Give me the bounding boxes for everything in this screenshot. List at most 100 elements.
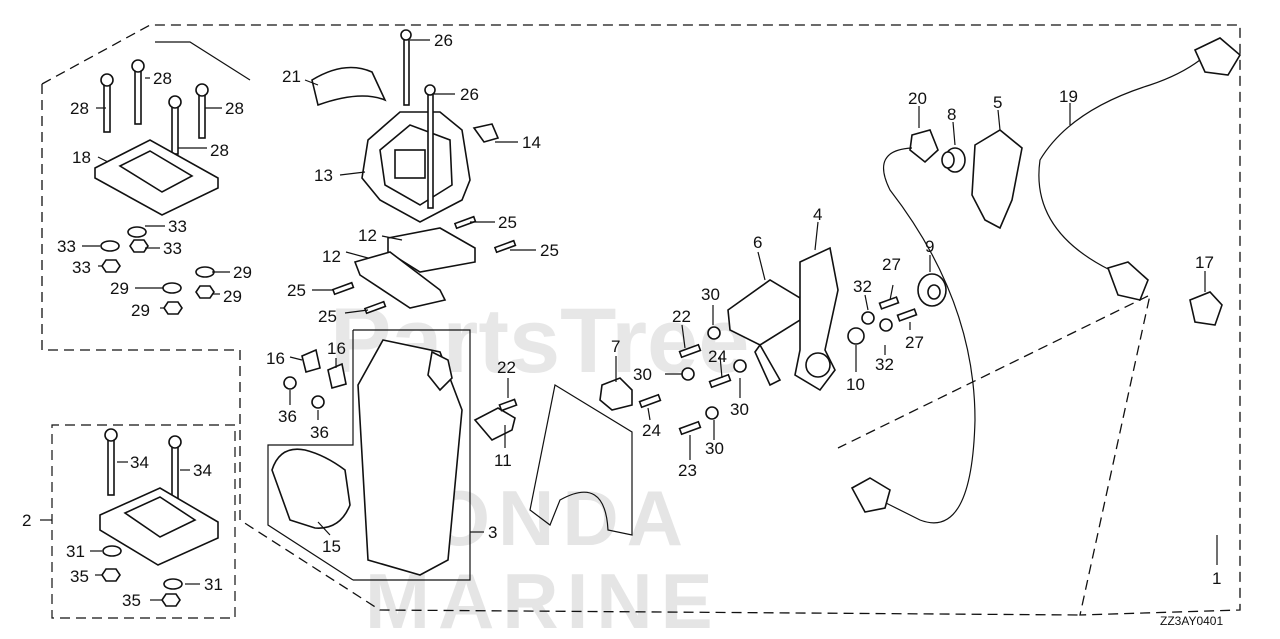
callout-21: 21 [282,67,301,86]
callout-34: 34 [130,453,149,472]
callout-18: 18 [72,148,91,167]
callout-2: 2 [22,511,31,530]
callout-33: 33 [168,217,187,236]
callout-28: 28 [70,99,89,118]
callout-26: 26 [460,85,479,104]
screw-22-left [498,398,518,412]
screw-34-set [104,428,182,501]
callout-34: 34 [193,461,212,480]
callout-6: 6 [753,233,762,252]
callout-15: 15 [322,537,341,556]
washers-nuts-2 [101,545,183,607]
callout-30: 30 [633,365,652,384]
cover-21 [311,66,387,107]
callout-25: 25 [540,241,559,260]
callout-29: 29 [223,287,242,306]
bolt-27-set [878,296,918,322]
callout-24: 24 [642,421,661,440]
group-bracket-3b [267,330,354,581]
callouts: 26 26 21 14 13 25 25 25 25 12 12 28 28 2… [22,31,1221,610]
callout-1: 1 [1212,569,1221,588]
callout-29: 29 [131,301,150,320]
callout-8: 8 [947,105,956,124]
screw-28-set [100,59,209,155]
clip-17 [1189,291,1223,326]
group-bracket-3 [353,329,471,581]
callout-30: 30 [730,400,749,419]
callout-25: 25 [498,213,517,232]
callout-26: 26 [434,31,453,50]
callout-16: 16 [266,349,285,368]
bracket-5 [971,129,1023,230]
callout-12: 12 [358,226,377,245]
callout-3: 3 [488,523,497,542]
callout-12: 12 [322,247,341,266]
callout-30: 30 [705,439,724,458]
callout-35: 35 [70,567,89,586]
callout-13: 13 [314,166,333,185]
callout-31: 31 [66,542,85,561]
callout-17: 17 [1195,253,1214,272]
plug-upper-19 [1193,37,1242,76]
seal-15 [271,448,351,529]
small-bolts [638,343,732,436]
lower-plug [850,477,891,513]
callout-28: 28 [225,99,244,118]
callout-4: 4 [813,205,822,224]
screw-26-set [400,29,436,209]
connector-20 [909,129,939,164]
callout-27: 27 [882,255,901,274]
callout-7: 7 [611,337,620,356]
callout-32: 32 [875,355,894,374]
harness-cable-19 [1038,59,1201,271]
plate-gasket [529,384,633,536]
housing-13 [361,111,471,223]
assembly-boundary [41,24,1241,616]
callout-36: 36 [278,407,297,426]
bracket-11 [473,407,516,441]
cover-6 [727,279,801,387]
plug-lower-19 [1106,261,1149,301]
gasket-18 [94,139,219,216]
washers-nuts-left [100,226,215,315]
bracket-28 [155,41,251,81]
callout-32: 32 [853,277,872,296]
callout-27: 27 [905,333,924,352]
callout-28: 28 [153,69,172,88]
diagram-code: ZZ3AY0401 [1160,614,1223,628]
group-bracket-2 [51,424,236,619]
nut-32-set [861,311,893,332]
clip-14 [472,123,500,143]
cap-7 [599,377,633,411]
callout-33: 33 [57,237,76,256]
screw-25-set [331,215,517,315]
grommet-8 [941,147,966,173]
grommet-9 [917,273,947,307]
callout-22: 22 [672,307,691,326]
leader-lines [82,39,1206,601]
callout-10: 10 [846,375,865,394]
callout-5: 5 [993,93,1002,112]
harness-wire [869,147,976,524]
callout-14: 14 [522,133,541,152]
callout-11: 11 [494,451,512,470]
callout-16: 16 [327,339,346,358]
gasket-2 [99,487,219,566]
callout-9: 9 [925,237,934,256]
callout-25: 25 [318,307,337,326]
panel-3 [357,339,463,576]
callout-30: 30 [701,285,720,304]
washer-10 [847,327,865,345]
callout-33: 29 [110,279,129,298]
callout-20: 20 [908,89,927,108]
arm-4 [794,246,839,392]
callout-29: 33 [72,258,91,277]
callout-29: 33 [163,239,182,258]
callout-36: 36 [310,423,329,442]
nut-30-set [681,326,747,420]
bracket-12-set [353,227,476,309]
callout-33: 29 [233,263,252,282]
callout-25: 25 [287,281,306,300]
callout-28: 28 [210,141,229,160]
